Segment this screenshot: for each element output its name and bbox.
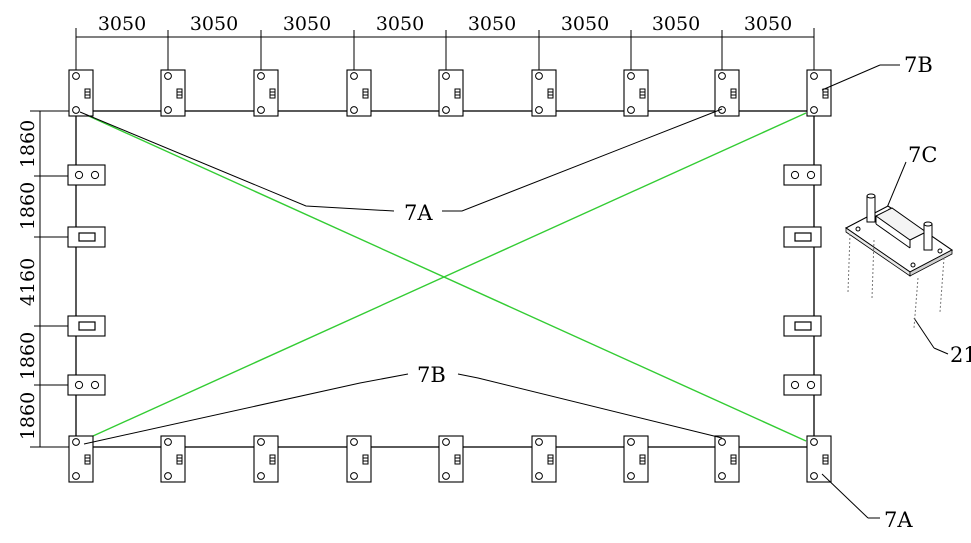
anchor-plate bbox=[623, 435, 649, 483]
anchor-plate bbox=[806, 69, 832, 117]
left-dim-1: 1860 bbox=[17, 120, 39, 168]
top-dimension-chain: 3050 3050 3050 3050 3050 3050 3050 3050 bbox=[75, 13, 815, 82]
anchor-plate bbox=[160, 69, 186, 117]
anchor-plate bbox=[68, 435, 94, 483]
label-7b-center: 7B bbox=[417, 363, 446, 387]
anchor-plate bbox=[346, 435, 372, 483]
left-dim-2: 1860 bbox=[17, 182, 39, 230]
anchor-plate bbox=[806, 435, 832, 483]
top-dim-7: 3050 bbox=[652, 13, 700, 35]
anchor-plate bbox=[68, 69, 94, 117]
top-dim-2: 3050 bbox=[190, 13, 238, 35]
top-dim-6: 3050 bbox=[561, 13, 609, 35]
left-dim-4: 1860 bbox=[17, 332, 39, 380]
side-plate bbox=[783, 226, 822, 248]
label-7c: 7C bbox=[908, 143, 937, 167]
anchor-plate bbox=[160, 435, 186, 483]
anchor-plate bbox=[714, 435, 740, 483]
side-plate bbox=[783, 374, 822, 396]
side-plate bbox=[783, 315, 822, 337]
top-dim-1: 3050 bbox=[98, 13, 146, 35]
anchor-plate-detail bbox=[844, 193, 954, 329]
top-dim-4: 3050 bbox=[376, 13, 424, 35]
anchor-plate bbox=[346, 69, 372, 117]
frame-outline bbox=[75, 110, 815, 448]
anchor-plate bbox=[438, 69, 464, 117]
label-7a-center: 7A bbox=[404, 201, 433, 225]
top-dim-8: 3050 bbox=[744, 13, 792, 35]
side-plate bbox=[67, 315, 106, 337]
anchor-plate bbox=[531, 435, 557, 483]
anchor-plate bbox=[438, 435, 464, 483]
bracing-diagonal-2 bbox=[81, 112, 807, 442]
side-plate bbox=[783, 164, 822, 186]
leader-lines bbox=[79, 64, 949, 519]
anchor-plate bbox=[253, 69, 279, 117]
left-dim-5: 1860 bbox=[17, 392, 39, 440]
label-7a-bottom-right: 7A bbox=[884, 508, 913, 532]
right-side-plates bbox=[783, 164, 822, 396]
anchor-plate bbox=[714, 69, 740, 117]
anchor-plate bbox=[623, 69, 649, 117]
label-7b-top-right: 7B bbox=[904, 53, 933, 77]
top-dim-3: 3050 bbox=[283, 13, 331, 35]
side-plate bbox=[67, 374, 106, 396]
bottom-anchor-plates bbox=[68, 435, 832, 483]
left-side-plates bbox=[67, 164, 106, 396]
side-plate bbox=[67, 226, 106, 248]
top-dim-5: 3050 bbox=[468, 13, 516, 35]
left-dim-3: 4160 bbox=[17, 258, 39, 306]
left-dimension-chain: 1860 1860 4160 1860 1860 bbox=[17, 110, 80, 448]
top-anchor-plates bbox=[68, 69, 832, 117]
label-21: 21 bbox=[950, 343, 971, 367]
side-plate bbox=[67, 164, 106, 186]
anchor-plate bbox=[531, 69, 557, 117]
anchor-plate bbox=[253, 435, 279, 483]
